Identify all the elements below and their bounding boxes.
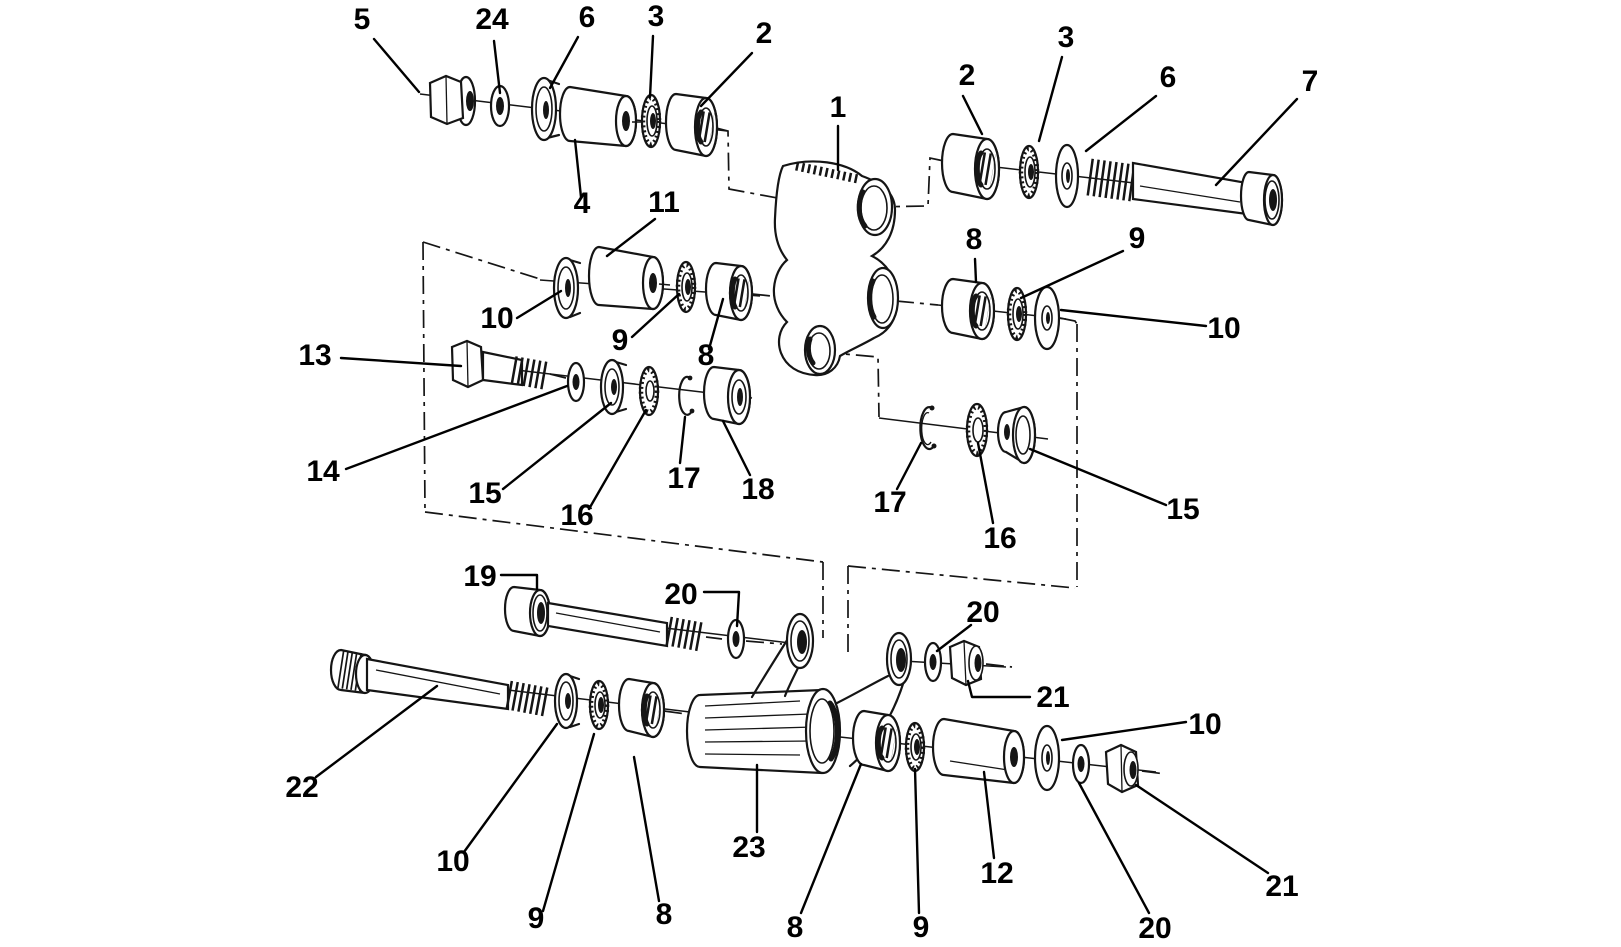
part-seal-ring-9-bottom-right bbox=[904, 721, 926, 773]
callout-10-bottom-right: 10 bbox=[1188, 708, 1221, 741]
part-rocker-arm-1 bbox=[772, 160, 900, 377]
callout-19: 19 bbox=[463, 560, 496, 593]
callout-9-bottom-right: 9 bbox=[913, 911, 930, 944]
callout-12: 12 bbox=[980, 857, 1013, 890]
callout-21-middle: 21 bbox=[1036, 681, 1069, 714]
part-cup-washer-10-upper bbox=[552, 256, 582, 320]
construction-lines bbox=[422, 127, 1166, 775]
part-flange-nut-5 bbox=[428, 74, 477, 127]
callout-6-right: 6 bbox=[1160, 61, 1177, 94]
part-seal-ring-3-left bbox=[640, 93, 662, 149]
callout-8-bottom-left: 8 bbox=[656, 898, 673, 931]
callout-20-bottom-right: 20 bbox=[1138, 912, 1171, 945]
part-socket-bolt-22 bbox=[329, 648, 549, 717]
callout-17-left: 17 bbox=[667, 462, 700, 495]
part-knurled-ring-16-right bbox=[965, 402, 989, 458]
callout-23: 23 bbox=[732, 831, 765, 864]
callout-9-right: 9 bbox=[1129, 222, 1146, 255]
part-seal-ring-9-bottom-left bbox=[588, 679, 610, 731]
callout-20-left: 20 bbox=[664, 578, 697, 611]
part-circlip-17-right bbox=[919, 405, 937, 451]
part-washer-20-bottom-right bbox=[1071, 743, 1091, 785]
callout-6-left: 6 bbox=[579, 1, 596, 34]
callout-15-right: 15 bbox=[1166, 493, 1199, 526]
callout-1: 1 bbox=[830, 91, 847, 124]
callout-22: 22 bbox=[285, 771, 318, 804]
part-needle-bearing-2-left bbox=[664, 92, 719, 158]
part-hex-nut-21-middle bbox=[948, 639, 984, 687]
callout-10-right: 10 bbox=[1207, 312, 1240, 345]
part-washer-10-right bbox=[1033, 285, 1061, 351]
callout-9-upper: 9 bbox=[612, 324, 629, 357]
part-cup-washer-15-right bbox=[996, 405, 1037, 465]
callout-8-upper: 8 bbox=[698, 339, 715, 372]
part-needle-bearing-8-upper bbox=[704, 261, 754, 322]
callout-10-upper: 10 bbox=[480, 302, 513, 335]
callout-4: 4 bbox=[574, 187, 591, 220]
part-cup-washer-6-left bbox=[530, 76, 561, 142]
callout-16-right: 16 bbox=[983, 522, 1016, 555]
callout-16-left: 16 bbox=[560, 499, 593, 532]
part-needle-bearing-2-right bbox=[940, 132, 1001, 201]
callout-21-bottom-right: 21 bbox=[1265, 870, 1298, 903]
part-spacer-sleeve-4 bbox=[558, 85, 642, 148]
part-washer-10-bottom-right bbox=[1033, 724, 1061, 792]
part-seal-ring-9-upper bbox=[675, 260, 697, 314]
part-washer-20-left bbox=[726, 618, 746, 660]
callout-11: 11 bbox=[648, 186, 680, 219]
part-socket-bolt-7 bbox=[1086, 158, 1284, 227]
callout-17-right: 17 bbox=[873, 486, 906, 519]
part-bushing-18 bbox=[702, 365, 752, 426]
part-hex-bolt-13 bbox=[450, 339, 550, 390]
part-needle-bearing-8-bottom-left bbox=[617, 677, 666, 739]
part-seal-ring-9-right bbox=[1006, 286, 1028, 342]
callout-7: 7 bbox=[1302, 65, 1319, 98]
callout-2-right: 2 bbox=[959, 59, 976, 92]
part-circlip-17-left bbox=[678, 375, 695, 416]
part-seal-ring-3-right bbox=[1018, 144, 1040, 200]
part-cup-washer-10-bottom-left bbox=[553, 672, 581, 730]
callout-2-left: 2 bbox=[756, 17, 773, 50]
callout-9-bottom-left: 9 bbox=[528, 902, 545, 935]
part-washer-20-middle bbox=[923, 641, 943, 683]
part-knurled-ring-16-left bbox=[638, 365, 660, 417]
callout-24: 24 bbox=[475, 3, 509, 36]
part-spacer-sleeve-11 bbox=[587, 245, 671, 311]
callout-labels: 5 24 6 3 2 1 2 3 6 7 4 11 10 9 8 8 9 10 … bbox=[285, 0, 1318, 945]
callout-14: 14 bbox=[306, 455, 340, 488]
callout-18: 18 bbox=[741, 473, 774, 506]
callout-5: 5 bbox=[354, 3, 371, 36]
part-cup-washer-15-left bbox=[599, 358, 628, 416]
callout-15-left: 15 bbox=[468, 477, 501, 510]
part-washer-14 bbox=[566, 361, 586, 403]
callout-20-middle: 20 bbox=[966, 596, 999, 629]
leader-lines bbox=[314, 34, 1299, 915]
callout-13: 13 bbox=[298, 339, 331, 372]
part-washer-6-right bbox=[1054, 143, 1080, 209]
part-socket-bolt-19 bbox=[503, 585, 704, 652]
part-spacer-sleeve-12 bbox=[931, 717, 1026, 785]
part-needle-bearing-8-right bbox=[940, 277, 996, 341]
callout-8-right: 8 bbox=[966, 223, 983, 256]
callout-8-bottom-right: 8 bbox=[787, 911, 804, 944]
part-needle-bearing-8-bottom-right bbox=[851, 709, 902, 773]
callout-3-right: 3 bbox=[1058, 21, 1075, 54]
part-link-arm-23 bbox=[685, 612, 913, 775]
callout-3-left: 3 bbox=[648, 0, 665, 33]
callout-10-bottom-left: 10 bbox=[436, 845, 469, 878]
part-hex-nut-21-bottom-right bbox=[1104, 743, 1140, 794]
